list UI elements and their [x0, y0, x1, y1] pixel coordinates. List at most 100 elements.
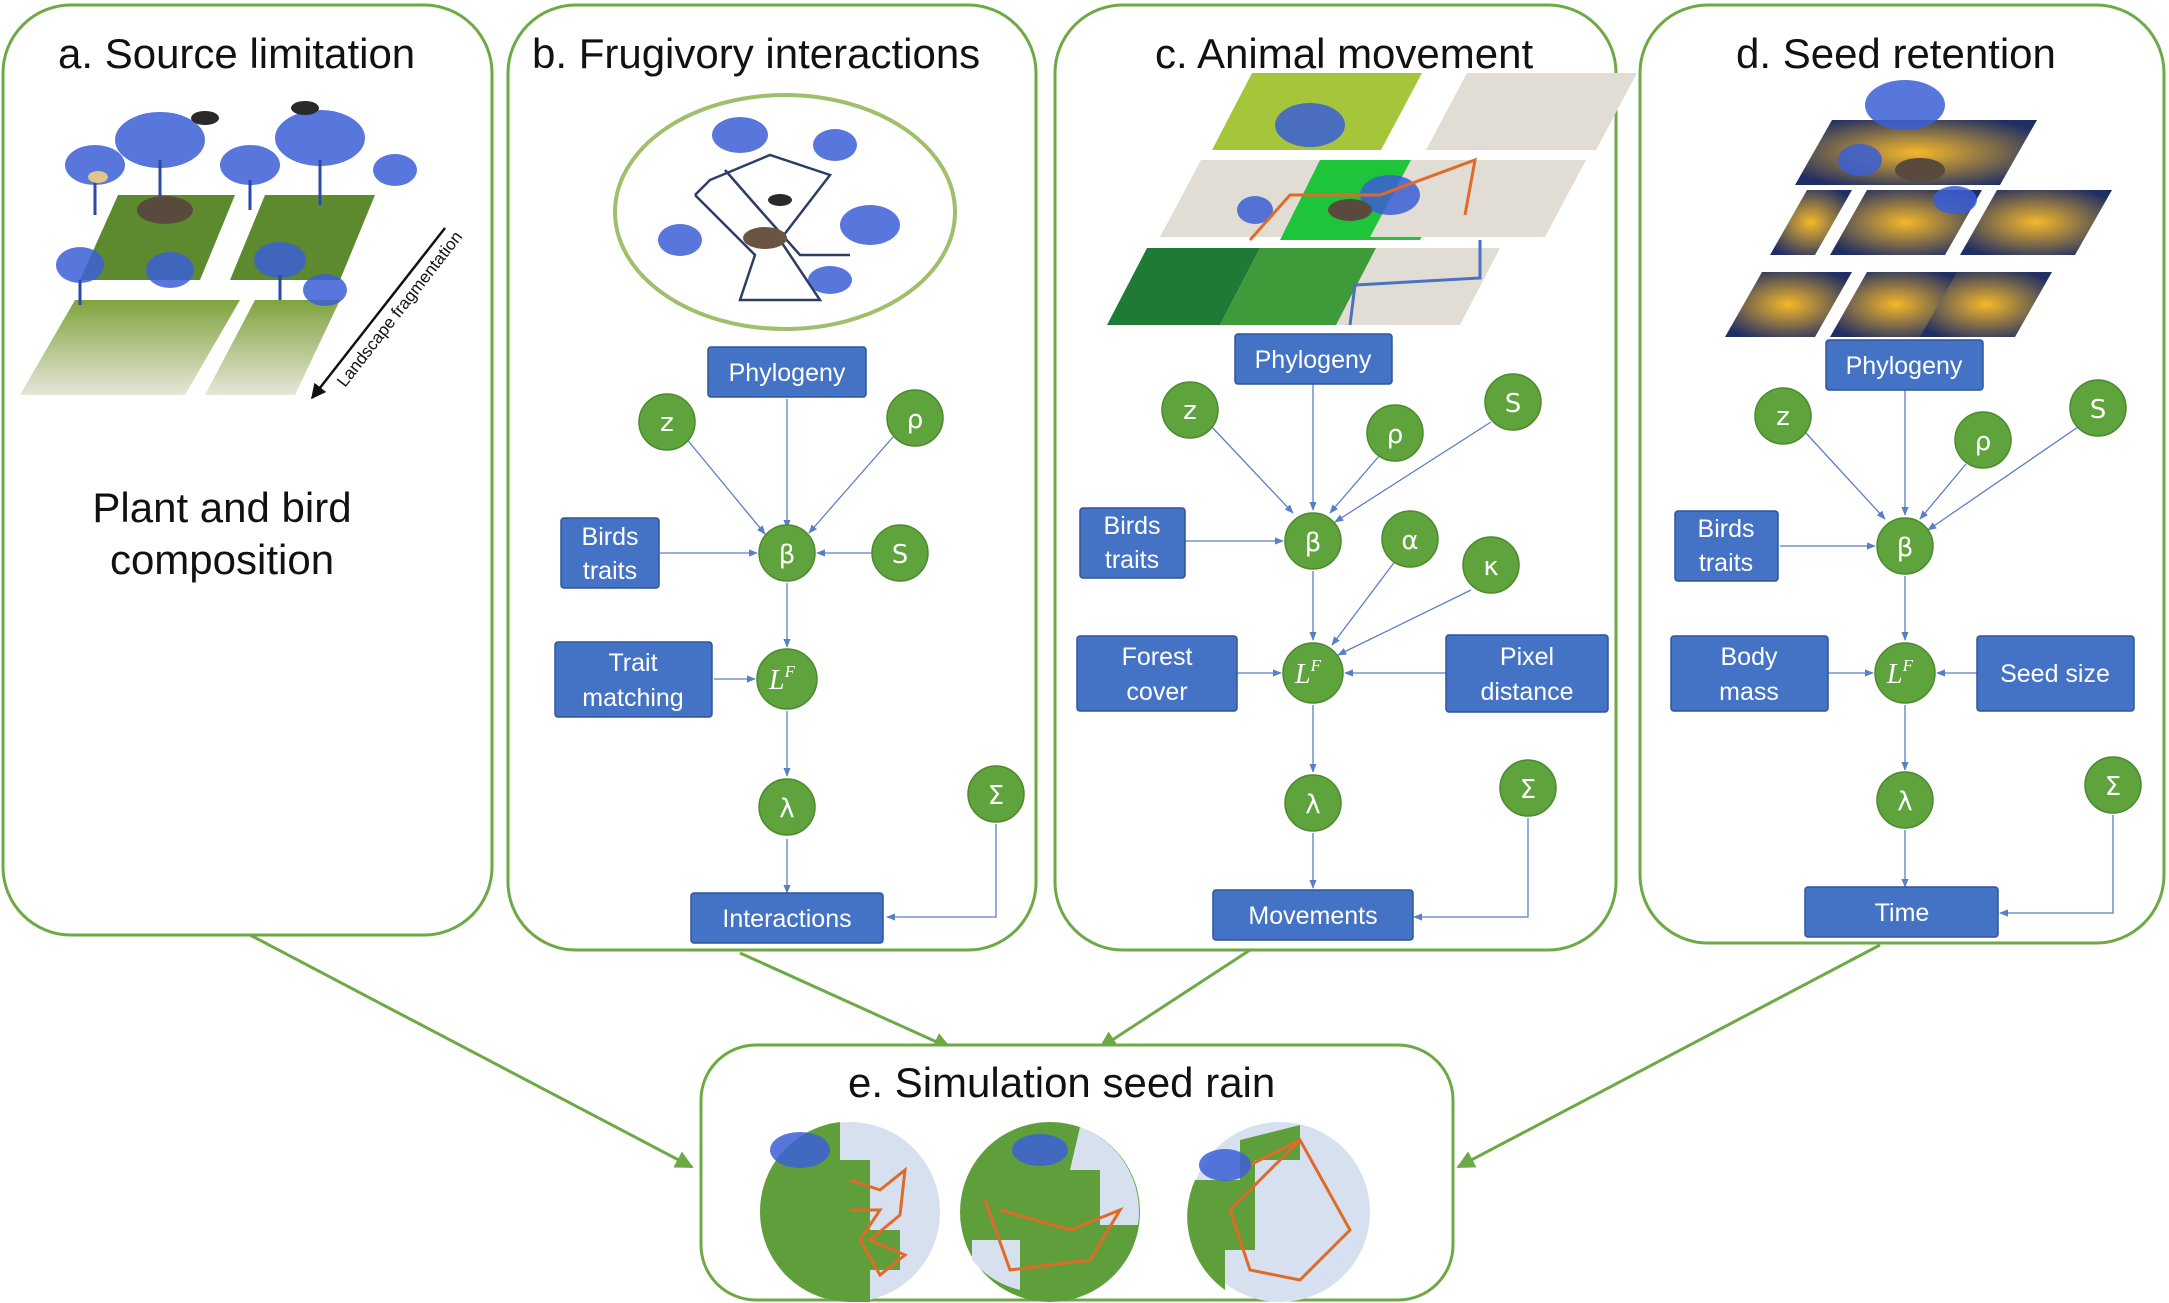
b-s-label: S [892, 540, 909, 570]
b-beta-label: β [779, 540, 796, 570]
c-s-label: S [1505, 389, 1522, 419]
d-phylogeny-box [1825, 339, 1984, 391]
fragmentation-arrow [311, 227, 446, 400]
d-sigma-label: Σ [2105, 772, 2121, 802]
d-birds-traits-line1: Birds [1698, 515, 1755, 543]
d-time-label: Time [1875, 899, 1930, 927]
c-birds-traits-line1: Birds [1104, 512, 1161, 540]
d-rho-node [1954, 411, 2012, 469]
interaction-network-illustration [613, 93, 957, 331]
c-pixel-distance-box [1445, 634, 1609, 713]
panel-e: e. Simulation seed rain [699, 1043, 1455, 1302]
c-lf-label: LF [1294, 656, 1322, 690]
b-interactions-label: Interactions [722, 905, 851, 933]
b-sigma-label: Σ [988, 781, 1004, 811]
landscape-illustration [20, 101, 417, 395]
b-birds-traits-box [560, 517, 660, 589]
composition-line-2: composition [110, 536, 334, 583]
panel-a-title: a. Source limitation [58, 30, 415, 77]
panel-b-graph: Phylogeny z ρ Birds traits β S Trait mat… [554, 346, 1025, 944]
c-forest-cover-line2: cover [1126, 678, 1187, 706]
b-phylogeny-label: Phylogeny [729, 359, 846, 387]
b-birds-traits-line2: traits [583, 557, 637, 585]
d-z-label: z [1776, 402, 1790, 432]
c-birds-traits-box [1079, 507, 1186, 579]
c-s-node [1484, 373, 1542, 431]
b-rho-node [886, 389, 944, 447]
d-lf-label: LF [1886, 656, 1914, 690]
c-pixel-distance-line1: Pixel [1500, 643, 1554, 671]
b-phylogeny-box [707, 346, 867, 398]
panel-c: c. Animal movement [1053, 3, 1637, 952]
c-phylogeny-label: Phylogeny [1255, 346, 1372, 374]
d-lambda-label: λ [1897, 787, 1912, 817]
link-d-to-e [1456, 943, 1881, 1169]
b-z-label: z [660, 408, 674, 438]
c-kappa-label: κ [1483, 552, 1498, 582]
d-s-label: S [2090, 395, 2107, 425]
link-c-to-e [1098, 948, 1251, 1050]
link-b-to-e [739, 951, 952, 1050]
panel-a-frame [1, 3, 494, 937]
panel-e-title: e. Simulation seed rain [848, 1059, 1275, 1106]
c-movements-label: Movements [1248, 902, 1377, 930]
d-z-node [1754, 387, 1812, 445]
b-s-node [871, 524, 929, 582]
c-beta-node [1284, 512, 1342, 570]
c-forest-cover-box [1076, 635, 1238, 712]
b-trait-matching-line1: Trait [608, 649, 657, 677]
b-trait-matching-line2: matching [582, 684, 683, 712]
b-lf-label: LF [768, 662, 796, 696]
d-phylogeny-label: Phylogeny [1846, 352, 1963, 380]
c-rho-node [1366, 404, 1424, 462]
composition-line-1: Plant and bird [92, 484, 351, 531]
c-beta-label: β [1305, 528, 1322, 558]
panel-c-graph: Phylogeny z ρ S Birds traits β α κ Fores… [1076, 333, 1609, 941]
panel-d-title: d. Seed retention [1736, 30, 2056, 77]
panel-a: a. Source limitation [1, 3, 494, 937]
c-sigma-node [1499, 759, 1557, 817]
panel-d: d. Seed retention [1638, 3, 2166, 945]
c-alpha-label: α [1401, 526, 1418, 556]
d-birds-traits-line2: traits [1699, 549, 1753, 577]
d-time-box [1804, 886, 1999, 938]
link-a-to-e [249, 933, 694, 1169]
c-birds-traits-line2: traits [1105, 546, 1159, 574]
d-body-mass-box [1670, 635, 1829, 712]
c-z-node [1161, 381, 1219, 439]
c-lambda-node [1284, 774, 1342, 832]
c-pixel-distance-line2: distance [1480, 678, 1573, 706]
d-body-mass-line1: Body [1721, 643, 1778, 671]
c-forest-cover-line1: Forest [1122, 643, 1193, 671]
c-lambda-label: λ [1305, 790, 1320, 820]
panel-c-frame [1053, 3, 1618, 952]
panel-d-graph: Phylogeny z ρ S Birds traits β Body mass… [1670, 339, 2142, 938]
d-lambda-node [1876, 771, 1934, 829]
panel-c-title: c. Animal movement [1155, 30, 1533, 77]
c-kappa-node [1462, 536, 1520, 594]
d-sigma-node [2084, 756, 2142, 814]
seed-retention-illustration [1725, 80, 2112, 337]
d-birds-traits-box [1674, 510, 1779, 582]
d-seed-size-box [1976, 635, 2135, 712]
seed-rain-map-2 [960, 1122, 1140, 1302]
d-rho-label: ρ [1975, 427, 1992, 457]
d-beta-node [1876, 517, 1934, 575]
b-lambda-label: λ [779, 794, 794, 824]
c-alpha-node [1381, 510, 1439, 568]
b-rho-label: ρ [907, 405, 924, 435]
b-beta-node [758, 524, 816, 582]
panel-b-title: b. Frugivory interactions [532, 30, 980, 77]
d-seed-size-label: Seed size [2000, 660, 2110, 688]
d-body-mass-line2: mass [1719, 678, 1779, 706]
movement-grid-illustration [1107, 73, 1637, 326]
seed-rain-map-3 [1187, 1122, 1370, 1302]
c-lf-node [1282, 642, 1344, 704]
c-rho-label: ρ [1387, 420, 1404, 450]
b-lf-node [756, 648, 818, 710]
b-trait-matching-box [554, 641, 713, 718]
d-lf-node [1874, 642, 1936, 704]
c-z-label: z [1183, 396, 1197, 426]
d-s-node [2069, 379, 2127, 437]
